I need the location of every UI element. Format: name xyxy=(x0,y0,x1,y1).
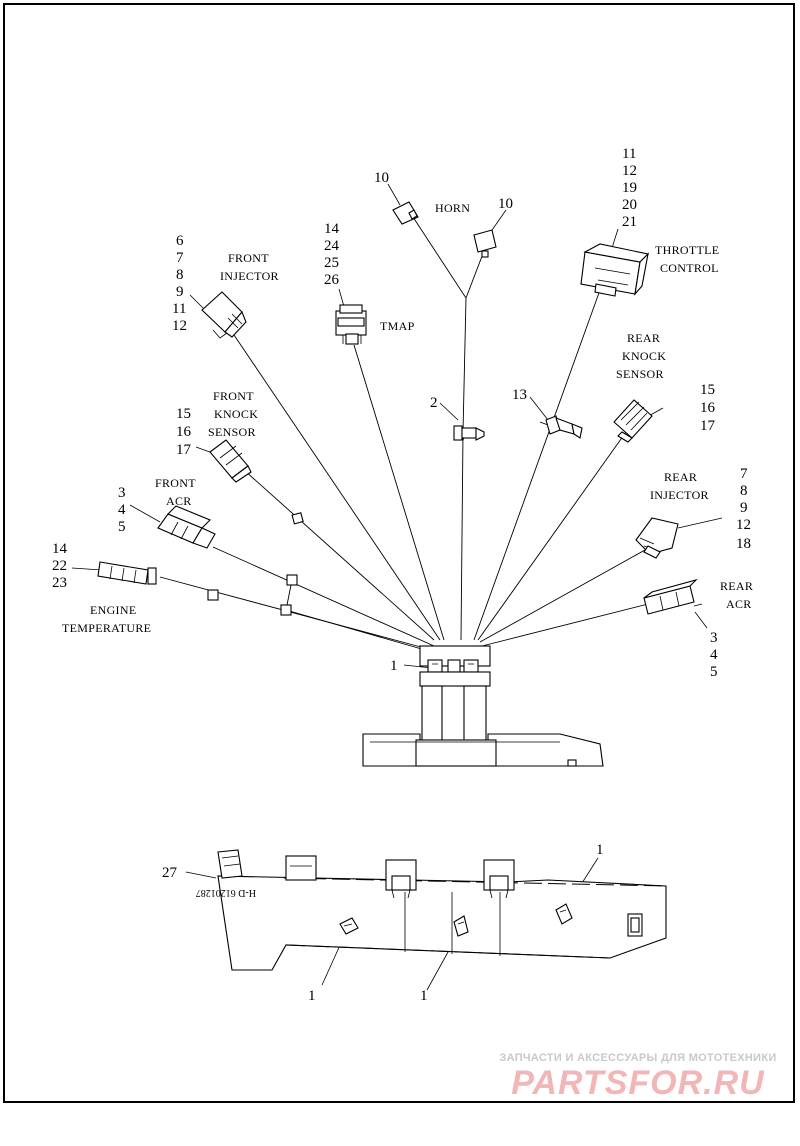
label-horn: HORN xyxy=(435,201,470,215)
label-throttle-control: CONTROL xyxy=(660,261,719,275)
callout-front-injector: 12 xyxy=(172,318,187,334)
callout-rear-injector: 9 xyxy=(740,500,748,516)
callout-front-acr: 4 xyxy=(118,502,126,518)
callout-rear-knock: 15 xyxy=(700,382,715,398)
connector-2 xyxy=(453,425,485,441)
label-front-injector: FRONT xyxy=(228,251,269,265)
callout-front-acr: 5 xyxy=(118,519,126,535)
callout-engine-temp: 14 xyxy=(52,541,68,557)
callout-bracket-27: 27 xyxy=(162,865,178,881)
label-rear-knock-sensor: SENSOR xyxy=(616,367,664,381)
label-rear-acr: ACR xyxy=(726,597,752,611)
callout-front-injector: 8 xyxy=(176,267,184,283)
callout-tmap: 25 xyxy=(324,255,339,271)
front-knock-sensor-connector xyxy=(209,439,252,483)
label-rear-acr: REAR xyxy=(720,579,753,593)
tmap-connector xyxy=(335,304,367,345)
callout-rear-acr: 5 xyxy=(710,664,718,680)
callout-front-injector: 7 xyxy=(176,250,184,266)
callout-throttle: 11 xyxy=(622,146,636,162)
harness-bracket-upper xyxy=(362,645,604,767)
component-labels: HORN THROTTLE CONTROL FRONT INJECTOR TMA… xyxy=(62,201,753,635)
callout-clip-bottom-right: 1 xyxy=(596,842,604,858)
engine-temperature-connector xyxy=(97,561,157,585)
callout-front-injector: 11 xyxy=(172,301,186,317)
callout-rear-injector: 12 xyxy=(736,517,751,533)
label-rear-injector: REAR xyxy=(664,470,697,484)
callout-clip-top: 1 xyxy=(390,658,398,674)
callout-rear-knock: 17 xyxy=(700,418,716,434)
label-rear-knock-sensor: KNOCK xyxy=(622,349,666,363)
label-rear-knock-sensor: REAR xyxy=(627,331,660,345)
front-acr-connector xyxy=(157,505,216,549)
label-front-acr: ACR xyxy=(166,494,192,508)
callout-rear-acr: 3 xyxy=(710,630,718,646)
label-front-knock-sensor: FRONT xyxy=(213,389,254,403)
watermark-caption: ЗАПЧАСТИ И АКСЕССУАРЫ ДЛЯ МОТОТЕХНИКИ xyxy=(499,1052,777,1064)
callout-connector-13: 13 xyxy=(512,387,527,403)
rear-acr-connector xyxy=(643,578,698,615)
callout-throttle: 12 xyxy=(622,163,637,179)
callout-front-injector: 9 xyxy=(176,284,184,300)
bracket-stamp: H-D 61201287 xyxy=(196,887,256,898)
callout-throttle: 21 xyxy=(622,214,637,230)
label-rear-injector: INJECTOR xyxy=(650,488,709,502)
callout-front-injector: 6 xyxy=(176,233,184,249)
callout-front-knock: 17 xyxy=(176,442,192,458)
callout-rear-knock: 16 xyxy=(700,400,716,416)
callout-rear-acr: 4 xyxy=(710,647,718,663)
label-front-knock-sensor: SENSOR xyxy=(208,425,256,439)
page-border xyxy=(3,3,795,1103)
callout-throttle: 19 xyxy=(622,180,637,196)
label-engine-temperature: TEMPERATURE xyxy=(62,621,151,635)
callout-tmap: 26 xyxy=(324,272,340,288)
callout-clip-bottom-mid: 1 xyxy=(420,988,428,1004)
horn-connector-right xyxy=(473,229,497,258)
callout-front-knock: 16 xyxy=(176,424,192,440)
callout-throttle: 20 xyxy=(622,197,637,213)
callout-engine-temp: 22 xyxy=(52,558,67,574)
label-front-injector: INJECTOR xyxy=(220,269,279,283)
callout-rear-injector: 7 xyxy=(740,466,748,482)
callout-clip-bottom-left: 1 xyxy=(308,988,316,1004)
horn-connector-left xyxy=(392,201,419,225)
callout-front-acr: 3 xyxy=(118,485,126,501)
callout-connector-2: 2 xyxy=(430,395,438,411)
label-tmap: TMAP xyxy=(380,319,415,333)
watermark-logo: PARTSFOR.RU xyxy=(511,1064,765,1102)
label-engine-temperature: ENGINE xyxy=(90,603,136,617)
connector-13 xyxy=(545,415,583,439)
callout-horn-right: 10 xyxy=(498,196,513,212)
callout-front-knock: 15 xyxy=(176,406,191,422)
watermark: ЗАПЧАСТИ И АКСЕССУАРЫ ДЛЯ МОТОТЕХНИКИ PA… xyxy=(488,1052,788,1102)
callout-tmap: 24 xyxy=(324,238,340,254)
rear-injector-connector xyxy=(635,517,679,559)
front-injector-connector xyxy=(201,291,247,339)
callout-rear-injector: 18 xyxy=(736,536,751,552)
throttle-control-connector xyxy=(580,243,650,297)
label-front-knock-sensor: KNOCK xyxy=(214,407,258,421)
harness-bracket-27 xyxy=(217,849,667,971)
callout-horn-left: 10 xyxy=(374,170,389,186)
wire-harness xyxy=(159,216,649,653)
label-front-acr: FRONT xyxy=(155,476,196,490)
rear-knock-sensor-connector xyxy=(613,399,653,443)
label-throttle-control: THROTTLE xyxy=(655,243,719,257)
callout-engine-temp: 23 xyxy=(52,575,67,591)
callout-rear-injector: 8 xyxy=(740,483,748,499)
callout-numbers: 10 10 11 12 19 20 21 14 24 25 26 6 7 8 9… xyxy=(52,146,751,1004)
callout-tmap: 14 xyxy=(324,221,340,237)
